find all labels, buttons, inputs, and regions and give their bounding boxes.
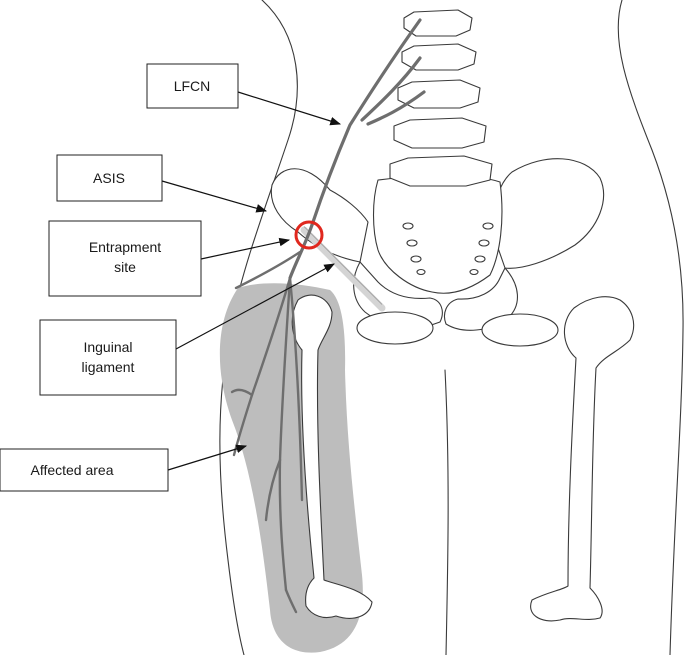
left-obturator-foramen [481, 313, 559, 347]
label-inguinal-ligament: Inguinal ligament [39, 319, 177, 396]
asis-arrow [161, 180, 268, 213]
left-femur [530, 296, 635, 622]
left-pubis [443, 267, 518, 331]
left-iliac-wing [489, 158, 604, 269]
label-asis: ASIS [56, 154, 163, 202]
femurs [291, 294, 635, 622]
sacrum [373, 174, 503, 294]
label-entrapment-site: Entrapment site [48, 220, 202, 297]
affected-arrow [167, 444, 248, 471]
right-femur [291, 294, 373, 619]
entrapment-arrow [200, 237, 291, 260]
entrapment-marker [294, 220, 324, 250]
label-inguinal-line2: ligament [82, 359, 135, 375]
label-affected-area: Affected area [0, 448, 169, 492]
inguinal-ligament [300, 226, 386, 312]
lfcn-arrow [237, 91, 342, 126]
sacral-foramina [402, 222, 494, 276]
pelvis [270, 158, 604, 347]
affected-area [219, 283, 363, 653]
right-iliac-wing [270, 168, 369, 263]
label-entrapment-line2: site [114, 259, 136, 275]
inguinal-arrow [175, 263, 335, 350]
label-inguinal-line1: Inguinal [83, 339, 132, 355]
label-lfcn: LFCN [146, 63, 239, 109]
label-entrapment-line1: Entrapment [89, 239, 161, 255]
right-obturator-foramen [356, 311, 434, 345]
label-asis-text: ASIS [93, 170, 125, 186]
leader-lines [161, 91, 342, 471]
label-lfcn-text: LFCN [174, 78, 211, 94]
right-pubis [353, 261, 443, 328]
lumbar-spine [389, 9, 493, 187]
lateral-femoral-cutaneous-nerve [230, 18, 426, 614]
label-affected-text: Affected area [30, 462, 113, 478]
